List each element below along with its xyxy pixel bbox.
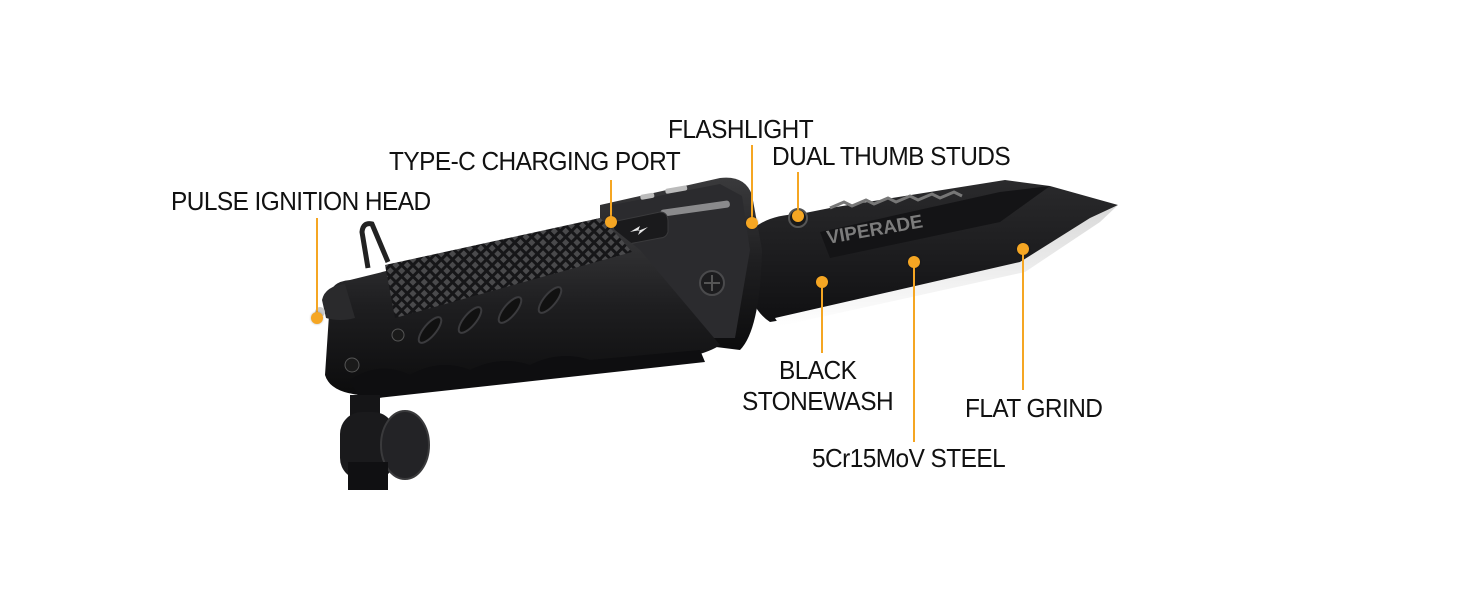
callout-dot [605,216,617,228]
handle [315,218,720,400]
callout-label: DUAL THUMB STUDS [772,141,1011,171]
blade: VIPERADE [745,180,1118,326]
type-c-charging-port-cover [611,211,669,247]
leader-line [751,145,753,222]
callout-label: TYPE-C CHARGING PORT [389,146,681,176]
leader-line [913,262,915,442]
leader-line [821,282,823,353]
leader-line [1022,249,1024,390]
callout-label: PULSE IGNITION HEAD [171,186,431,216]
glass-breaker-cap [340,395,430,490]
lanyard-loop [359,221,391,269]
callout-label: 5Cr15MoV STEEL [812,443,1006,473]
leader-line [797,172,799,216]
leader-line [316,218,318,318]
callout-dot [792,210,804,222]
callout-label-line1: BLACK [779,355,857,385]
lightning-bolt-icon [630,226,648,235]
leader-line [610,180,612,222]
callout-dot [311,312,323,324]
callout-dot [746,217,758,229]
callout-label: FLAT GRIND [965,393,1103,423]
callout-label-line2: STONEWASH [742,386,894,416]
callout-label: FLASHLIGHT [668,114,814,144]
